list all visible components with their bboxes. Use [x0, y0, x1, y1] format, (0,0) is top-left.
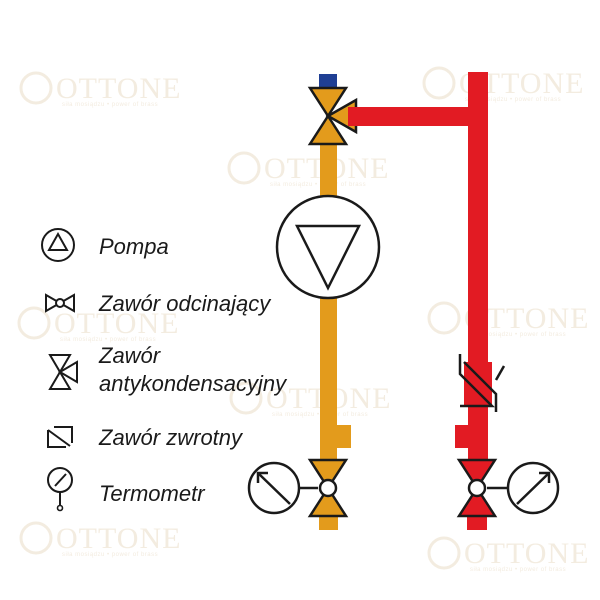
bypass-pipe-horizontal	[348, 107, 488, 126]
pump-icon	[41, 228, 75, 262]
shutoff-valve-right	[456, 458, 498, 518]
watermark-tagline: siła mosiądzu • power of brass	[62, 552, 158, 558]
legend-item-anticondensation-valve: Zawór antykondensacyjny	[48, 343, 288, 396]
watermark-brand-text: OTTONE	[464, 537, 589, 570]
return-pipe-lower	[320, 283, 337, 425]
return-pipe-upper	[320, 140, 337, 212]
supply-pipe-top	[468, 72, 488, 362]
legend-item-thermometer: Termometr	[47, 467, 206, 512]
check-valve-icon	[47, 426, 73, 448]
watermark-logo: OTTONE siła mosiądzu • power of brass	[227, 151, 388, 188]
legend-item-check-valve: Zawór zwrotny	[47, 425, 244, 450]
watermark-tagline: siła mosiądzu • power of brass	[60, 337, 156, 343]
watermark-logo: OTTONE siła mosiądzu • power of brass	[19, 521, 181, 558]
thermometer-icon	[47, 467, 73, 512]
anticondensation-valve-icon	[48, 354, 78, 390]
thermometer-right	[487, 461, 560, 515]
return-pipe-body	[320, 425, 337, 460]
legend-item-shutoff-valve: Zawór odcinający	[45, 291, 272, 316]
shutoff-valve-icon	[45, 293, 75, 313]
legend-label-anticondensation-valve-line2: antykondensacyjny	[99, 371, 288, 396]
pump	[275, 194, 381, 300]
return-pipe-port	[337, 425, 351, 448]
check-valve	[458, 354, 506, 412]
valve-cap	[319, 74, 337, 88]
watermark-tagline: siła mosiądzu • power of brass	[470, 332, 566, 338]
watermark-tagline: siła mosiądzu • power of brass	[270, 182, 366, 188]
legend-label-anticondensation-valve-line1: Zawór	[98, 343, 162, 368]
watermark-logo: OTTONE siła mosiądzu • power of brass	[427, 536, 589, 573]
return-line	[247, 74, 381, 530]
legend-label-pump: Pompa	[99, 234, 169, 259]
thermometer-left	[247, 461, 318, 515]
legend-item-pump: Pompa	[41, 228, 169, 262]
watermark-logo: OTTONE siła mosiądzu • power of brass	[427, 301, 588, 338]
watermark-tagline: siła mosiądzu • power of brass	[62, 102, 158, 108]
watermark-logo: OTTONE siła mosiądzu • power of brass	[422, 66, 583, 103]
legend-label-shutoff-valve: Zawór odcinający	[98, 291, 272, 316]
watermark-brand-text: OTTONE	[56, 522, 181, 555]
supply-line	[348, 72, 560, 530]
legend-label-check-valve: Zawór zwrotny	[98, 425, 244, 450]
legend: Pompa Zawór odcinający Zawór antykondens…	[41, 228, 288, 512]
supply-pipe-port	[455, 425, 468, 448]
shutoff-valve-left	[307, 458, 349, 518]
watermark-logo: OTTONE siła mosiądzu • power of brass	[19, 71, 181, 108]
supply-pipe-middle	[468, 405, 488, 460]
legend-label-thermometer: Termometr	[99, 481, 206, 506]
watermark-tagline: siła mosiądzu • power of brass	[470, 567, 566, 573]
watermark-tagline: siła mosiądzu • power of brass	[465, 97, 561, 103]
watermark-brand-text: OTTONE	[56, 72, 181, 105]
watermark-tagline: siła mosiądzu • power of brass	[272, 412, 368, 418]
